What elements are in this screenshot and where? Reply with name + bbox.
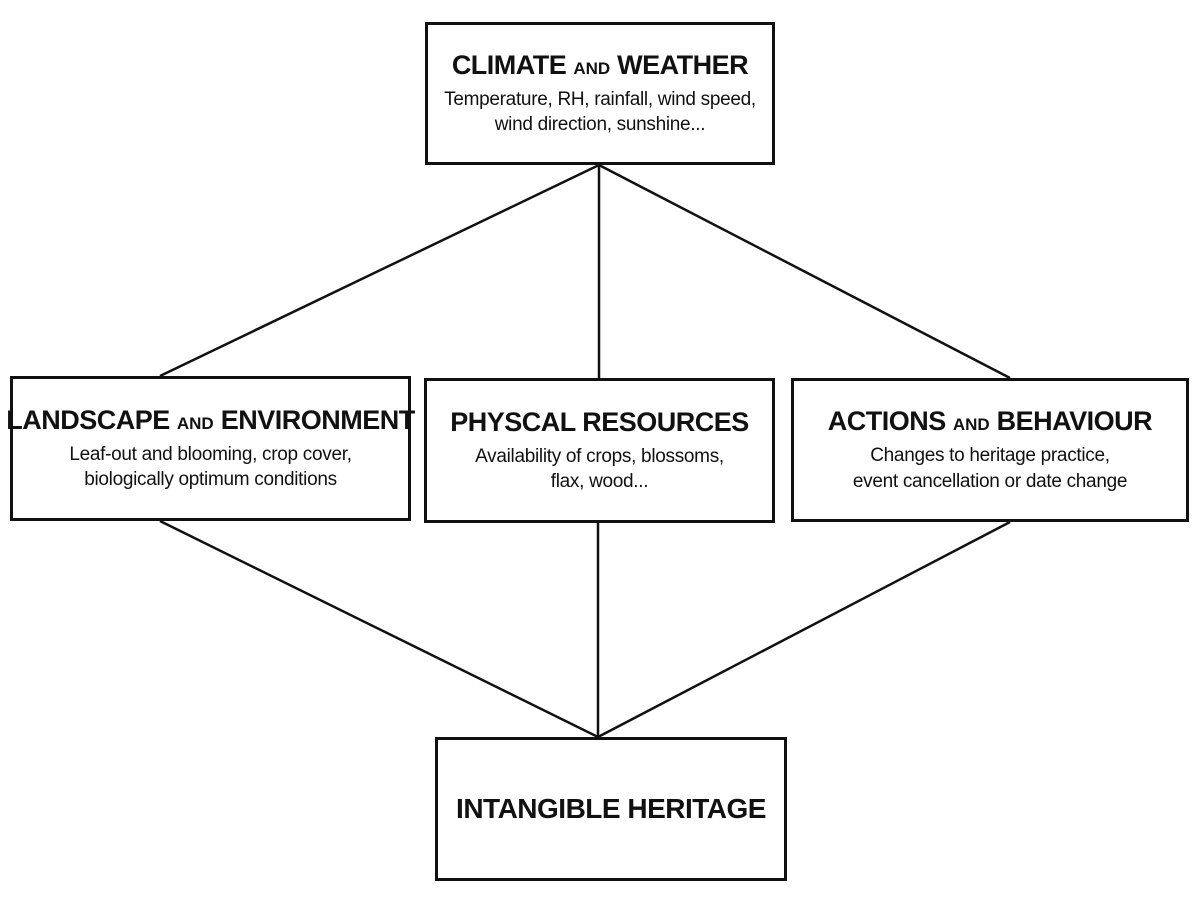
landscape-environment-title: LANDSCAPE AND ENVIRONMENT bbox=[6, 404, 415, 435]
connector-actions-to-heritage bbox=[597, 520, 1011, 739]
landscape-environment-box: LANDSCAPE AND ENVIRONMENT Leaf-out and b… bbox=[6, 376, 415, 521]
actions-behaviour-title: ACTIONS AND BEHAVIOUR bbox=[827, 406, 1153, 437]
connector-climate-to-actions bbox=[598, 163, 1011, 380]
climate-weather-title: CLIMATE AND WEATHER bbox=[451, 49, 749, 80]
connector-climate-to-landscape bbox=[159, 163, 600, 378]
physical-resources-title: PHYSCAL RESOURCES bbox=[450, 406, 749, 437]
connector-landscape-to-heritage bbox=[159, 519, 599, 739]
actions-behaviour-description: Changes to heritage practice, event canc… bbox=[852, 445, 1128, 492]
physical-resources-description: Availability of crops, blossoms, flax, w… bbox=[475, 445, 724, 493]
physical-resources-box: PHYSCAL RESOURCES Availability of crops,… bbox=[424, 378, 775, 523]
intangible-heritage-box: INTANGIBLE HERITAGE bbox=[435, 737, 787, 881]
climate-weather-description: Temperature, RH, rainfall, wind speed, w… bbox=[444, 88, 756, 136]
landscape-environment-description: Leaf-out and blooming, crop cover, biolo… bbox=[69, 443, 352, 491]
intangible-heritage-title: INTANGIBLE HERITAGE bbox=[456, 792, 766, 824]
climate-weather-box: CLIMATE AND WEATHER Temperature, RH, rai… bbox=[425, 22, 775, 165]
actions-behaviour-box: ACTIONS AND BEHAVIOUR Changes to heritag… bbox=[791, 378, 1189, 522]
